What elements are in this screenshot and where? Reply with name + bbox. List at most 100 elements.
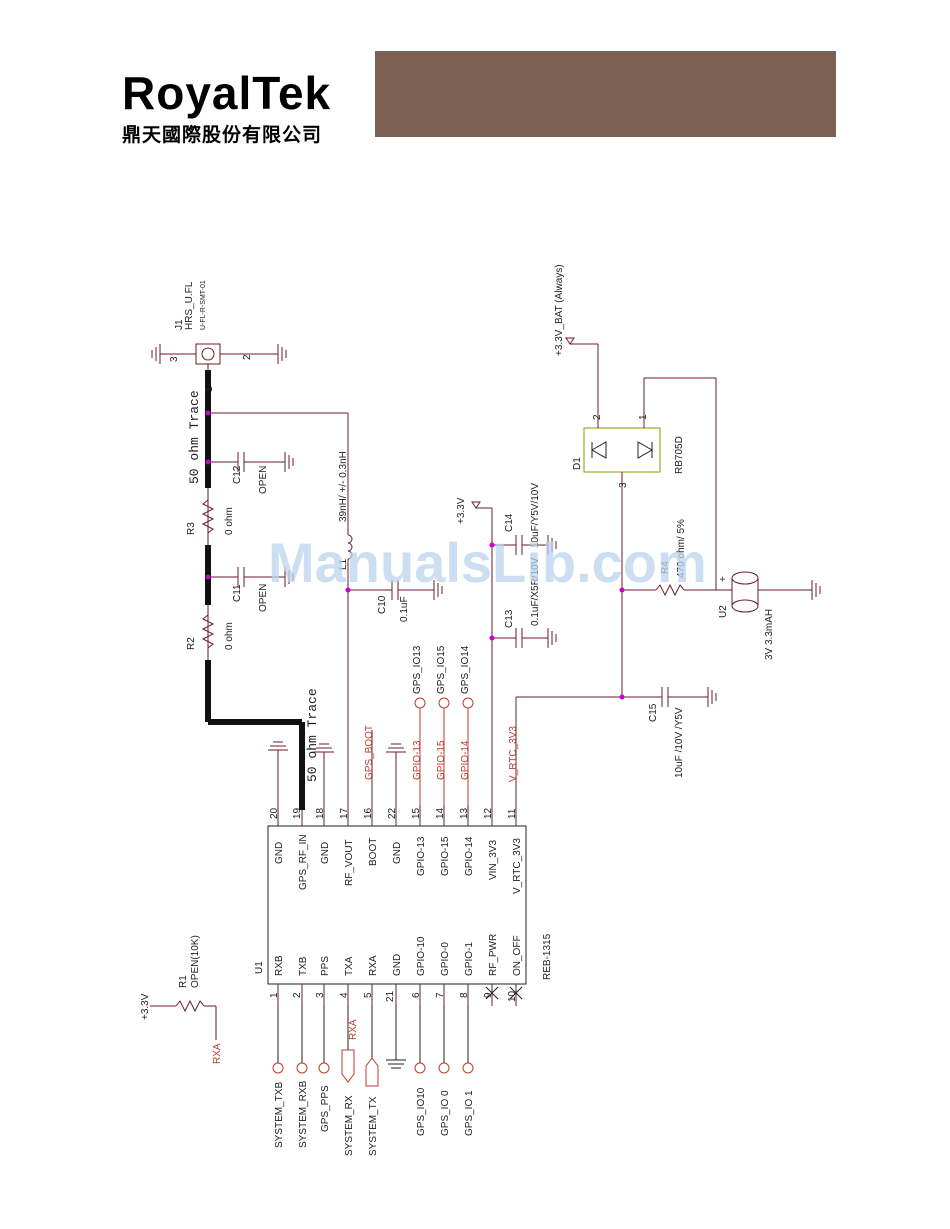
- pin7-name: GPIO-0: [440, 942, 451, 976]
- j1-pin1: 1: [204, 386, 215, 392]
- pin-number: 21: [385, 990, 396, 1002]
- r4-resistor: [622, 583, 732, 597]
- pin-number: 7: [435, 992, 446, 998]
- pin11-name: V_RTC_3V3: [512, 838, 523, 894]
- u2-val: 3V 3.3mAH: [764, 609, 775, 660]
- r2-resistor: [201, 614, 215, 649]
- gnd-symbols-top: [268, 741, 406, 805]
- pin-number: 12: [483, 807, 494, 819]
- d1-pin2: 2: [592, 414, 603, 420]
- pin-number: 19: [292, 807, 303, 819]
- pin-number: 15: [411, 807, 422, 819]
- pin21-name: GND: [392, 954, 403, 976]
- pin-number: 22: [387, 807, 398, 819]
- net-gps-io13: GPS_IO13: [412, 645, 423, 694]
- pin-number: 10: [507, 990, 518, 1002]
- u1-bottom-pin-numbers: 1 2 3 4 5 21 6 7 8 9 10: [269, 990, 518, 1002]
- junction-dots: [205, 410, 625, 700]
- r4-val: 470 ohm/ 5%: [676, 519, 687, 578]
- pin16-name: BOOT: [368, 838, 379, 866]
- d1-diode: [565, 337, 717, 590]
- pin9-name: RF_PWR: [488, 934, 499, 976]
- j1-pin2: 2: [242, 354, 253, 360]
- net-gpio14: GPIO-14: [460, 740, 471, 780]
- l1-ref: L1: [338, 558, 349, 570]
- net-gps-io1: GPS_IO 1: [464, 1090, 475, 1136]
- pin-number: 20: [269, 807, 280, 819]
- net-gpio15: GPIO-15: [436, 740, 447, 780]
- net-system-tx: SYSTEM_TX: [368, 1096, 379, 1156]
- r1-val: OPEN(10K): [190, 935, 201, 988]
- d1-pin1: 1: [638, 414, 649, 420]
- u1-ref: U1: [254, 961, 265, 974]
- c10-capacitor: [348, 580, 443, 600]
- pin5-name: RXA: [368, 955, 379, 976]
- c13-val: 0.1uF/X5R/10V: [530, 557, 541, 626]
- c14-ref: C14: [504, 513, 515, 532]
- pin19-name: GPS_RF_IN: [298, 834, 309, 890]
- pin-number: 16: [363, 807, 374, 819]
- pin18-name: GND: [320, 842, 331, 864]
- pin20-name: GND: [274, 842, 285, 864]
- pin13-name: GPIO-14: [464, 836, 475, 876]
- r3-resistor: [201, 499, 215, 534]
- u1-top-pin-names: GND GPS_RF_IN GND RF_VOUT BOOT GND GPIO-…: [274, 834, 523, 894]
- pin12-name: VIN_3V3: [488, 840, 499, 880]
- c10-val: 0.1uF: [399, 596, 410, 622]
- pin3-name: PPS: [320, 956, 331, 976]
- net-gps-io14: GPS_IO14: [460, 645, 471, 694]
- brand-name: RoyalTek: [122, 67, 332, 119]
- u2-ref: U2: [718, 605, 729, 618]
- d1-pin3: 3: [618, 482, 629, 488]
- net-v-rtc: V_RTC_3V3: [508, 726, 519, 782]
- r3-ref: R3: [186, 522, 197, 535]
- header-banner: [375, 51, 836, 137]
- u1-bottom-pin-stubs: [277, 984, 517, 1006]
- pin2-name: TXB: [298, 956, 309, 976]
- pin1-name: RXB: [274, 955, 285, 976]
- pin-number: 1: [269, 992, 280, 998]
- j1-value: HRS_U.FL: [184, 281, 195, 330]
- u1-bottom-pin-names: RXB TXB PPS TXA RXA GND GPIO-10 GPIO-0 G…: [274, 934, 523, 976]
- net-gps-io10: GPS_IO10: [416, 1087, 427, 1136]
- r2-val: 0 ohm: [224, 622, 235, 650]
- pin-number: 6: [411, 992, 422, 998]
- label-50-ohm-trace-lower: 50 ohm Trace: [305, 688, 320, 782]
- c15-ref: C15: [648, 703, 659, 722]
- pin-number: 2: [292, 992, 303, 998]
- c15-val: 10uF /10V /Y5V: [674, 707, 685, 778]
- pin-number: 8: [459, 992, 470, 998]
- r3-val: 0 ohm: [224, 507, 235, 535]
- j1-ufl-connector: [151, 343, 287, 372]
- j1-pin3: 3: [169, 356, 180, 362]
- r1-ref: R1: [178, 975, 189, 988]
- pin-number: 14: [435, 807, 446, 819]
- d1-part: RB705D: [674, 436, 685, 474]
- power-3v3-mid: +3.3V: [456, 497, 467, 524]
- d1-ref: D1: [572, 457, 583, 470]
- gpio-port-symbols: [414, 697, 474, 805]
- net-gps-io15: GPS_IO15: [436, 645, 447, 694]
- pin-number: 3: [315, 992, 326, 998]
- label-50-ohm-trace-upper: 50 ohm Trace: [187, 390, 202, 484]
- pin17-name: RF_VOUT: [344, 839, 355, 886]
- l1-inductor-net: [208, 412, 353, 805]
- pin-number: 9: [483, 992, 494, 998]
- power-3v3-bat: +3.3V_BAT (Always): [554, 264, 565, 356]
- company-logo: RoyalTek 鼎天國際股份有限公司: [122, 68, 372, 147]
- u2-battery: [731, 571, 821, 613]
- c12-val: OPEN: [258, 466, 269, 494]
- u1-body: [267, 825, 527, 985]
- pin-number: 17: [339, 807, 350, 819]
- net-system-rx: SYSTEM_RX: [344, 1095, 355, 1156]
- brand-chinese-name: 鼎天國際股份有限公司: [122, 124, 323, 146]
- net-gpio13: GPIO-13: [412, 740, 423, 780]
- watermark-text: ManualsLib.com: [268, 531, 707, 594]
- u2-plus: +: [718, 576, 729, 582]
- j1-part: U-FL-R-SMT-01: [200, 280, 207, 330]
- bottom-net-labels: SYSTEM_TXB SYSTEM_RXB GPS_PPS SYSTEM_RX …: [274, 1080, 475, 1156]
- pin22-name: GND: [392, 842, 403, 864]
- net-gps-pps: GPS_PPS: [320, 1085, 331, 1132]
- c12-ref: C12: [232, 465, 243, 484]
